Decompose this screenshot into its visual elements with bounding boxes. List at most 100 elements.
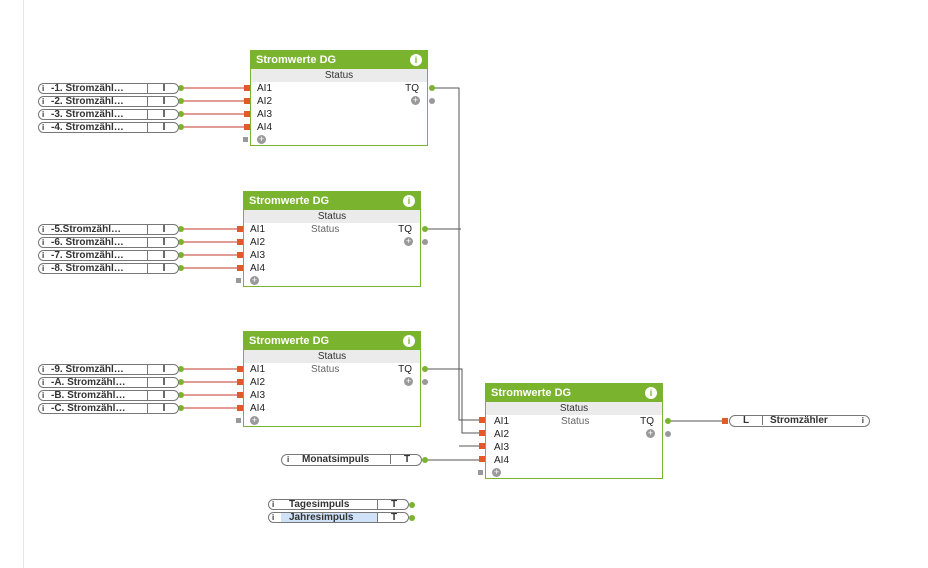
output-dot[interactable] (665, 418, 671, 424)
add-input-icon[interactable]: + (250, 275, 259, 285)
info-icon[interactable]: i (42, 378, 45, 387)
input-ref-type: I (147, 404, 180, 414)
input-ref[interactable]: i -C. Stromzähl… I (38, 403, 179, 414)
info-icon[interactable]: i (403, 195, 415, 207)
output-dot[interactable] (422, 366, 428, 372)
output-dot[interactable] (409, 502, 415, 508)
info-icon[interactable]: i (42, 97, 45, 106)
wires-block2 (181, 228, 243, 269)
ref-dot[interactable] (178, 392, 184, 398)
info-icon[interactable]: i (42, 110, 45, 119)
status-bar: Status (244, 210, 420, 223)
jahresimpuls-ref[interactable]: i Jahresimpuls T (268, 512, 409, 523)
function-block-4[interactable]: Stromwerte DG i Status Status AI1 AI2 AI… (485, 383, 663, 479)
output-dot[interactable] (422, 239, 428, 245)
ref-dot[interactable] (178, 85, 184, 91)
function-block-1[interactable]: Stromwerte DG i Status AI1 AI2 AI3 AI4 T… (250, 50, 428, 146)
add-output-icon[interactable]: + (404, 236, 413, 246)
info-icon[interactable]: i (42, 84, 45, 93)
input-marker (237, 239, 243, 245)
add-input-icon[interactable]: + (492, 467, 501, 477)
extend-markers (236, 137, 483, 475)
info-icon[interactable]: i (42, 365, 45, 374)
info-icon[interactable]: i (42, 123, 45, 132)
input-ref-name: -7. Stromzähl… (51, 251, 124, 260)
output-dot[interactable] (429, 98, 435, 104)
extend-marker[interactable] (236, 278, 241, 283)
input-ref[interactable]: i -B. Stromzähl… I (38, 390, 179, 401)
block-title-bar[interactable]: Stromwerte DG i (244, 192, 420, 210)
block-title: Stromwerte DG (249, 335, 330, 347)
function-block-3[interactable]: Stromwerte DG i Status Status AI1 AI2 AI… (243, 331, 421, 427)
input-ref[interactable]: i -3. Stromzähl… I (38, 109, 179, 120)
output-dot[interactable] (422, 457, 428, 463)
jahresimpuls-name: Jahresimpuls (281, 513, 377, 522)
output-dot[interactable] (429, 85, 435, 91)
info-icon[interactable]: i (410, 54, 422, 66)
port-ai4: AI4 (250, 403, 266, 414)
port-ai3: AI3 (250, 390, 266, 401)
info-icon[interactable]: i (861, 416, 864, 425)
add-input-icon[interactable]: + (257, 134, 266, 144)
status-bar: Status (244, 350, 420, 363)
add-input-icon[interactable]: + (250, 415, 259, 425)
status-bar: Status (251, 69, 427, 82)
info-icon[interactable]: i (272, 500, 275, 509)
output-dot[interactable] (422, 379, 428, 385)
input-ref[interactable]: i -6. Stromzähl… I (38, 237, 179, 248)
ref-dot[interactable] (178, 252, 184, 258)
ref-dot[interactable] (178, 239, 184, 245)
block-title-bar[interactable]: Stromwerte DG i (251, 51, 427, 69)
info-icon[interactable]: i (42, 225, 45, 234)
block-title-bar[interactable]: Stromwerte DG i (244, 332, 420, 350)
input-ref[interactable]: i -5.Stromzähl… I (38, 224, 179, 235)
ref-dot[interactable] (178, 226, 184, 232)
add-output-icon[interactable]: + (411, 95, 420, 105)
extend-marker[interactable] (236, 418, 241, 423)
function-block-2[interactable]: Stromwerte DG i Status Status AI1 AI2 AI… (243, 191, 421, 287)
ref-dot[interactable] (178, 379, 184, 385)
input-ref[interactable]: i -7. Stromzähl… I (38, 250, 179, 261)
info-icon[interactable]: i (42, 391, 45, 400)
ref-dot[interactable] (178, 111, 184, 117)
monatsimpuls-ref[interactable]: i Monatsimpuls T (281, 454, 422, 466)
input-ref[interactable]: i -9. Stromzähl… I (38, 364, 179, 375)
info-icon[interactable]: i (42, 404, 45, 413)
output-dot[interactable] (422, 226, 428, 232)
tagesimpuls-ref[interactable]: i Tagesimpuls T (268, 499, 409, 510)
input-ref[interactable]: i -8. Stromzähl… I (38, 263, 179, 274)
ref-dot[interactable] (178, 366, 184, 372)
info-icon[interactable]: i (645, 387, 657, 399)
port-tq: TQ (640, 416, 654, 427)
input-ref[interactable]: i -1. Stromzähl… I (38, 83, 179, 94)
output-dot[interactable] (665, 431, 671, 437)
block-title-bar[interactable]: Stromwerte DG i (486, 384, 662, 402)
info-icon[interactable]: i (403, 335, 415, 347)
extend-marker[interactable] (478, 470, 483, 475)
input-marker (722, 418, 728, 424)
input-ref-name: -A. Stromzähl… (51, 378, 126, 387)
port-tq: TQ (398, 224, 412, 235)
status-text: Status (311, 224, 340, 235)
info-icon[interactable]: i (42, 264, 45, 273)
info-icon[interactable]: i (42, 238, 45, 247)
output-ref[interactable]: L Stromzähler i (729, 415, 870, 427)
ref-dot[interactable] (178, 405, 184, 411)
ref-dot[interactable] (178, 124, 184, 130)
info-icon[interactable]: i (42, 251, 45, 260)
output-dot[interactable] (409, 515, 415, 521)
monatsimpuls-type: T (390, 455, 423, 465)
ref-dot[interactable] (178, 98, 184, 104)
extend-marker[interactable] (243, 137, 248, 142)
input-ref[interactable]: i -A. Stromzähl… I (38, 377, 179, 388)
input-ref-name: -5.Stromzähl… (51, 225, 122, 234)
add-output-icon[interactable]: + (404, 376, 413, 386)
input-markers (237, 85, 728, 462)
add-output-icon[interactable]: + (646, 428, 655, 438)
ref-dot[interactable] (178, 265, 184, 271)
info-icon[interactable]: i (287, 455, 290, 464)
info-icon[interactable]: i (272, 513, 275, 522)
input-ref[interactable]: i -2. Stromzähl… I (38, 96, 179, 107)
input-ref[interactable]: i -4. Stromzähl… I (38, 122, 179, 133)
